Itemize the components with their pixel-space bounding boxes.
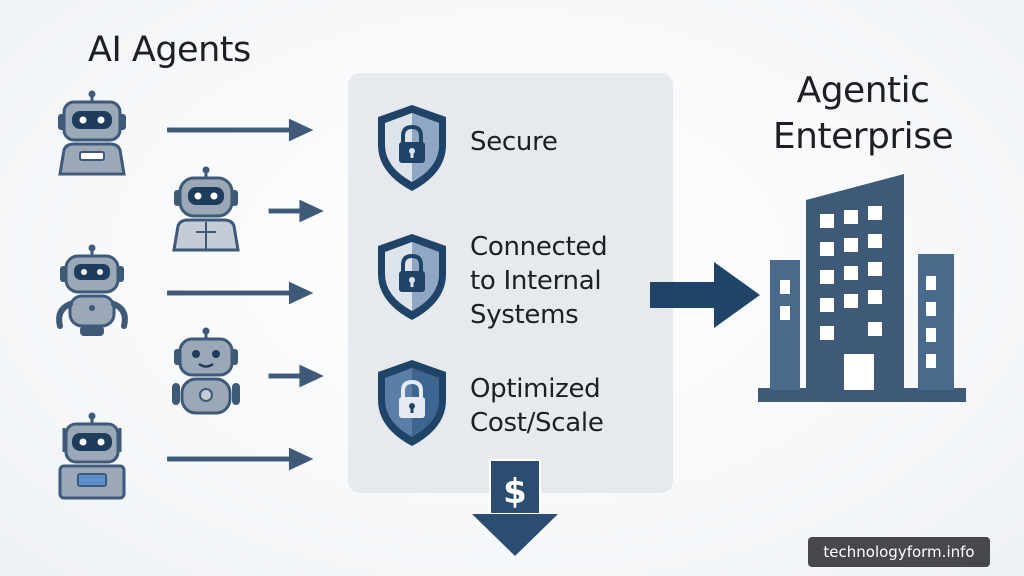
- feature-label: Optimized Cost/Scale: [470, 374, 604, 438]
- shield-lock-icon: [378, 234, 446, 320]
- shield-lock-icon: [378, 360, 446, 446]
- feature-label: Secure: [470, 127, 558, 157]
- arrow-right-icon: [268, 199, 324, 223]
- arrow-right-icon: [167, 118, 314, 142]
- robot-icon: [166, 166, 246, 256]
- feature-secure: Secure: [370, 103, 660, 203]
- enterprise-title: Agentic Enterprise: [772, 70, 954, 157]
- dollar-sign: $: [503, 472, 527, 512]
- robot-icon: [52, 244, 132, 336]
- agents-title: AI Agents: [88, 30, 251, 70]
- arrow-right-icon: [167, 447, 314, 471]
- robot-icon: [52, 90, 132, 180]
- arrow-right-icon: [167, 281, 314, 305]
- arrow-right-icon: [650, 262, 760, 328]
- shield-lock-icon: [378, 105, 446, 191]
- feature-label: Connected to Internal Systems: [470, 232, 608, 330]
- watermark-badge: technologyform.info: [808, 537, 990, 567]
- arrow-down-icon: [472, 459, 558, 556]
- robot-icon: [52, 412, 132, 502]
- feature-connected: Connected to Internal Systems: [370, 232, 660, 332]
- robot-icon: [166, 327, 246, 417]
- arrow-right-icon: [268, 364, 324, 388]
- cost-down-arrow: $: [470, 458, 560, 558]
- office-building-icon: [758, 174, 966, 402]
- feature-optimized: Optimized Cost/Scale: [370, 358, 660, 458]
